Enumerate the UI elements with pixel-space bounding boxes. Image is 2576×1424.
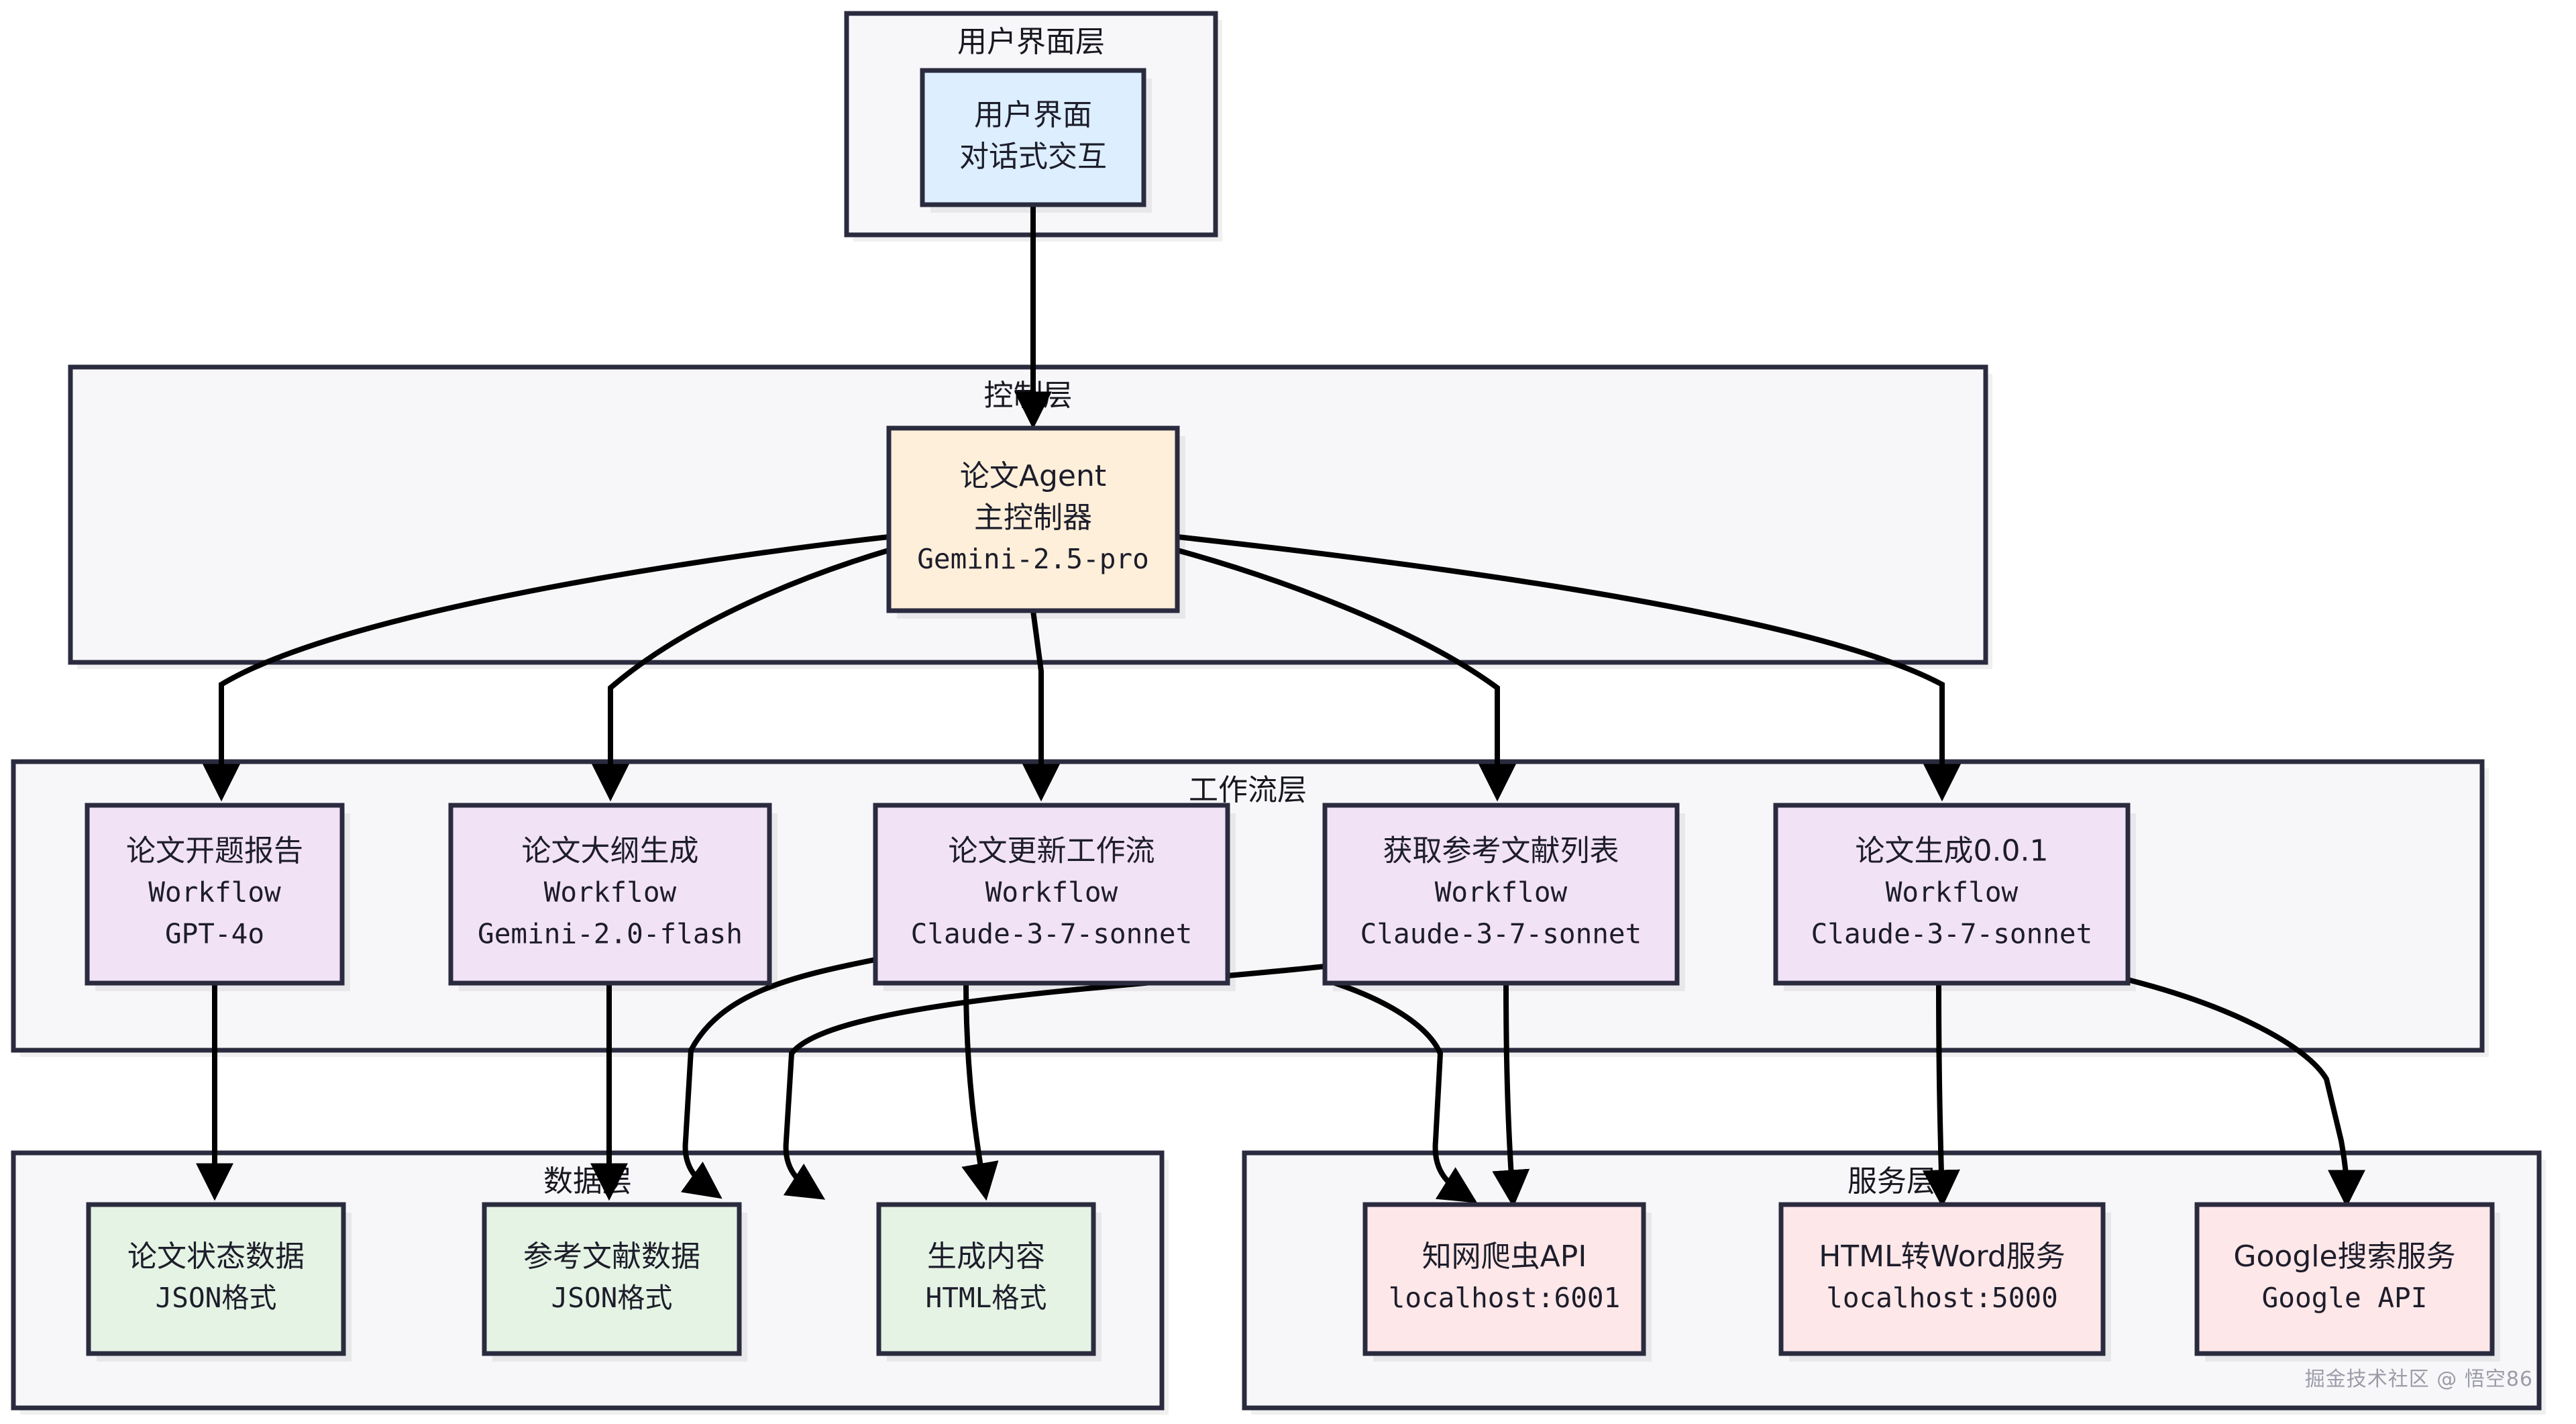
node-label-wf2-line2: Workflow <box>544 876 677 909</box>
edge-agent-to-wf3 <box>1022 610 1060 802</box>
cluster-label-data: 数据层 <box>543 1164 632 1199</box>
node-label-wf5-line2: Workflow <box>1886 876 2019 909</box>
node-label-s2-line1: HTML转Word服务 <box>1819 1239 2065 1274</box>
node-label-d1-line1: 论文状态数据 <box>127 1239 305 1274</box>
node-label-agent-line3: Gemini-2.5-pro <box>917 543 1149 575</box>
node-label-wf5-line1: 论文生成0.0.1 <box>1856 834 2049 868</box>
node-d3[interactable]: 生成内容 HTML格式 <box>876 1202 1096 1356</box>
node-label-wf2-line3: Gemini-2.0-flash <box>478 918 743 950</box>
node-label-wf4-line2: Workflow <box>1435 876 1568 909</box>
node-label-s3-line1: Google搜索服务 <box>2233 1239 2455 1274</box>
edge-agent-to-wf2 <box>592 548 890 802</box>
edge-agent-to-wf5 <box>1177 534 1961 802</box>
node-label-wf3-line2: Workflow <box>985 876 1118 909</box>
edge-wf4-to-s1 <box>1492 982 1530 1208</box>
edge-agent-to-wf4 <box>1176 548 1516 802</box>
node-label-wf1-line1: 论文开题报告 <box>126 834 303 868</box>
node-d2[interactable]: 参考文献数据 JSON格式 <box>482 1202 742 1356</box>
edge-wf4-to-s1 <box>1324 977 1478 1203</box>
node-label-d2-line1: 参考文献数据 <box>523 1239 700 1274</box>
node-label-wf3-line1: 论文更新工作流 <box>949 834 1155 868</box>
node-label-agent-line1: 论文Agent <box>960 459 1106 493</box>
watermark: 掘金技术社区 @ 悟空86 <box>2304 1368 2533 1391</box>
node-d1[interactable]: 论文状态数据 JSON格式 <box>86 1202 346 1356</box>
node-label-wf1-line3: GPT-4o <box>165 918 264 950</box>
node-label-wf2-line1: 论文大纲生成 <box>522 834 699 868</box>
node-agent[interactable]: 论文Agent 主控制器 Gemini-2.5-pro <box>886 425 1180 613</box>
node-s2[interactable]: HTML转Word服务 localhost:5000 <box>1778 1202 2106 1356</box>
cluster-label-ui: 用户界面层 <box>957 25 1105 59</box>
edge-wf5-to-s2 <box>1922 982 1960 1208</box>
node-label-wf1-line2: Workflow <box>148 876 281 909</box>
node-label-wf3-line3: Claude-3-7-sonnet <box>911 918 1193 950</box>
edge-wf5-to-s3 <box>2127 977 2365 1208</box>
edge-wf3-to-d3 <box>961 982 999 1201</box>
cluster-label-workflow: 工作流层 <box>1189 773 1307 807</box>
node-label-d1-line2: JSON格式 <box>156 1282 277 1314</box>
node-s1[interactable]: 知网爬虫API localhost:6001 <box>1362 1202 1646 1356</box>
cluster-label-control: 控制层 <box>984 378 1073 413</box>
node-label-agent-line2: 主控制器 <box>974 501 1092 535</box>
node-label-ui-line1: 用户界面 <box>974 98 1092 132</box>
node-label-s2-line2: localhost:5000 <box>1826 1282 2058 1314</box>
edge-wf3-to-d2 <box>680 957 876 1199</box>
node-label-s3-line2: Google API <box>2262 1282 2428 1314</box>
node-label-wf4-line1: 获取参考文献列表 <box>1383 834 1619 868</box>
edge-agent-to-wf1 <box>203 534 890 802</box>
node-label-ui-line2: 对话式交互 <box>959 140 1107 174</box>
node-label-s1-line2: localhost:6001 <box>1389 1282 1621 1314</box>
node-label-d3-line1: 生成内容 <box>927 1239 1045 1274</box>
node-label-wf5-line3: Claude-3-7-sonnet <box>1811 918 2093 950</box>
node-label-d2-line2: JSON格式 <box>551 1282 673 1314</box>
node-s3[interactable]: Google搜索服务 Google API <box>2194 1202 2495 1356</box>
node-label-d3-line2: HTML格式 <box>926 1282 1047 1314</box>
node-label-s1-line1: 知网爬虫API <box>1422 1239 1587 1274</box>
node-label-wf4-line3: Claude-3-7-sonnet <box>1360 918 1642 950</box>
cluster-label-service: 服务层 <box>1847 1164 1936 1199</box>
